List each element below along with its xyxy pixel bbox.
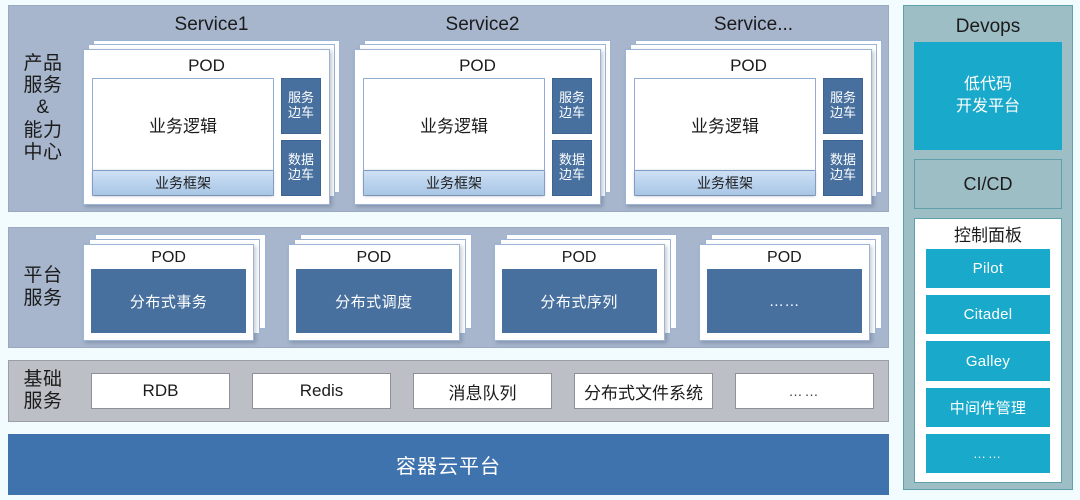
band-label-products: 产品 服务 & 能力 中心: [23, 53, 63, 163]
band-label-basic: 基础 服务: [23, 368, 63, 412]
platform-pod-card-4[interactable]: POD ……: [698, 244, 870, 341]
control-panel-title: 控制面板: [954, 226, 1022, 245]
platform-pod-stack-1[interactable]: POD 分布式事务: [83, 234, 267, 341]
band-basic-service: 基础 服务 RDB Redis 消息队列 分布式文件系统 ……: [8, 360, 889, 422]
service-group-2[interactable]: Service2 POD 业务逻辑 业务框架: [354, 10, 611, 205]
low-code-platform-box[interactable]: 低代码 开发平台: [914, 42, 1062, 150]
data-sidecar-2: 数据 边车: [552, 140, 592, 196]
pod-card-2[interactable]: POD 业务逻辑 业务框架 服务 边车 数据 边车: [354, 49, 601, 205]
business-framework-3: 业务框架: [635, 170, 815, 195]
service-title-1: Service1: [174, 14, 249, 35]
service-group-1[interactable]: Service1 POD 业务逻辑 业务框架: [83, 10, 340, 205]
platform-service-label-4: ……: [706, 269, 862, 333]
devops-panel: Devops 低代码 开发平台 CI/CD 控制面板 Pilot Citadel…: [903, 5, 1073, 490]
band-body-products: Service1 POD 业务逻辑 业务框架: [77, 6, 888, 211]
pod-title-1: POD: [188, 56, 225, 75]
service-group-row: Service1 POD 业务逻辑 业务框架: [83, 10, 882, 205]
pod-main-1: 业务逻辑 业务框架: [92, 78, 274, 196]
band-platform-service: 平台 服务 POD 分布式事务: [8, 227, 889, 348]
service-title-3: Service...: [713, 14, 794, 35]
cicd-box[interactable]: CI/CD: [914, 159, 1062, 209]
band-body-basic: RDB Redis 消息队列 分布式文件系统 ……: [77, 361, 888, 421]
platform-pod-card-1[interactable]: POD 分布式事务: [83, 244, 255, 341]
pod-card-1[interactable]: POD 业务逻辑 业务框架 服务 边车 数据 边车: [83, 49, 330, 205]
platform-service-label-1: 分布式事务: [91, 269, 247, 333]
control-item-citadel[interactable]: Citadel: [926, 295, 1050, 335]
service-title-2: Service2: [445, 14, 520, 35]
platform-pod-stack-4[interactable]: POD ……: [698, 234, 882, 341]
devops-title: Devops: [955, 16, 1021, 37]
control-item-more[interactable]: ……: [926, 433, 1050, 474]
business-logic-3: 业务逻辑: [691, 117, 759, 136]
pod-inner-2: 业务逻辑 业务框架 服务 边车 数据 边车: [363, 78, 592, 196]
data-sidecar-1: 数据 边车: [281, 140, 321, 196]
business-logic-1: 业务逻辑: [149, 117, 217, 136]
platform-pod-stack-2[interactable]: POD 分布式调度: [288, 234, 472, 341]
control-item-middleware-management[interactable]: 中间件管理: [926, 387, 1050, 427]
business-logic-2: 业务逻辑: [420, 117, 488, 136]
platform-pod-title-4: POD: [767, 249, 802, 266]
sidecar-group-1: 服务 边车 数据 边车: [281, 78, 321, 196]
service-sidecar-2: 服务 边车: [552, 78, 592, 134]
platform-service-label-3: 分布式序列: [501, 269, 657, 333]
platform-pod-title-1: POD: [151, 249, 186, 266]
pod-stack-2: POD 业务逻辑 业务框架 服务 边车 数据 边车: [354, 40, 611, 205]
service-sidecar-1: 服务 边车: [281, 78, 321, 134]
sidecar-group-3: 服务 边车 数据 边车: [823, 78, 863, 196]
platform-service-label-2: 分布式调度: [296, 269, 452, 333]
basic-service-row: RDB Redis 消息队列 分布式文件系统 ……: [91, 361, 874, 421]
band-label-platform: 平台 服务: [23, 265, 63, 309]
platform-pod-card-2[interactable]: POD 分布式调度: [288, 244, 460, 341]
control-panel-box: 控制面板 Pilot Citadel Galley 中间件管理 ……: [914, 218, 1062, 483]
service-group-3[interactable]: Service... POD 业务逻辑 业务框架: [625, 10, 882, 205]
pod-title-3: POD: [730, 56, 767, 75]
pod-inner-1: 业务逻辑 业务框架 服务 边车 数据 边车: [92, 78, 321, 196]
business-framework-1: 业务框架: [93, 170, 273, 195]
pod-main-2: 业务逻辑 业务框架: [363, 78, 545, 196]
container-cloud-platform-title: 容器云平台: [396, 456, 501, 478]
band-product-service-capability-center: 产品 服务 & 能力 中心 Service1 POD: [8, 5, 889, 212]
business-framework-2: 业务框架: [364, 170, 544, 195]
platform-pod-row: POD 分布式事务 POD 分布式调度: [83, 234, 882, 341]
service-sidecar-3: 服务 边车: [823, 78, 863, 134]
platform-pod-title-2: POD: [356, 249, 392, 266]
pod-stack-3: POD 业务逻辑 业务框架 服务 边车 数据 边车: [625, 40, 882, 205]
architecture-stack: 产品 服务 & 能力 中心 Service1 POD: [8, 5, 889, 495]
data-sidecar-3: 数据 边车: [823, 140, 863, 196]
pod-title-2: POD: [459, 56, 496, 75]
platform-pod-card-3[interactable]: POD 分布式序列: [493, 244, 665, 341]
basic-service-message-queue[interactable]: 消息队列: [413, 373, 552, 409]
band-container-cloud-platform: 容器云平台: [8, 434, 889, 495]
pod-inner-3: 业务逻辑 业务框架 服务 边车 数据 边车: [634, 78, 863, 196]
sidecar-group-2: 服务 边车 数据 边车: [552, 78, 592, 196]
control-item-pilot[interactable]: Pilot: [926, 249, 1050, 289]
platform-pod-stack-3[interactable]: POD 分布式序列: [493, 234, 677, 341]
basic-service-distributed-file-system[interactable]: 分布式文件系统: [574, 373, 713, 409]
basic-service-rdb[interactable]: RDB: [91, 373, 230, 409]
pod-stack-1: POD 业务逻辑 业务框架 服务 边车 数据 边车: [83, 40, 340, 205]
pod-card-3[interactable]: POD 业务逻辑 业务框架 服务 边车 数据 边车: [625, 49, 872, 205]
platform-pod-title-3: POD: [561, 249, 597, 266]
control-item-galley[interactable]: Galley: [926, 341, 1050, 381]
basic-service-redis[interactable]: Redis: [252, 373, 391, 409]
band-body-platform: POD 分布式事务 POD 分布式调度: [77, 228, 888, 347]
basic-service-more[interactable]: ……: [735, 373, 874, 409]
pod-main-3: 业务逻辑 业务框架: [634, 78, 816, 196]
control-panel-items: Pilot Citadel Galley 中间件管理 ……: [926, 249, 1050, 474]
